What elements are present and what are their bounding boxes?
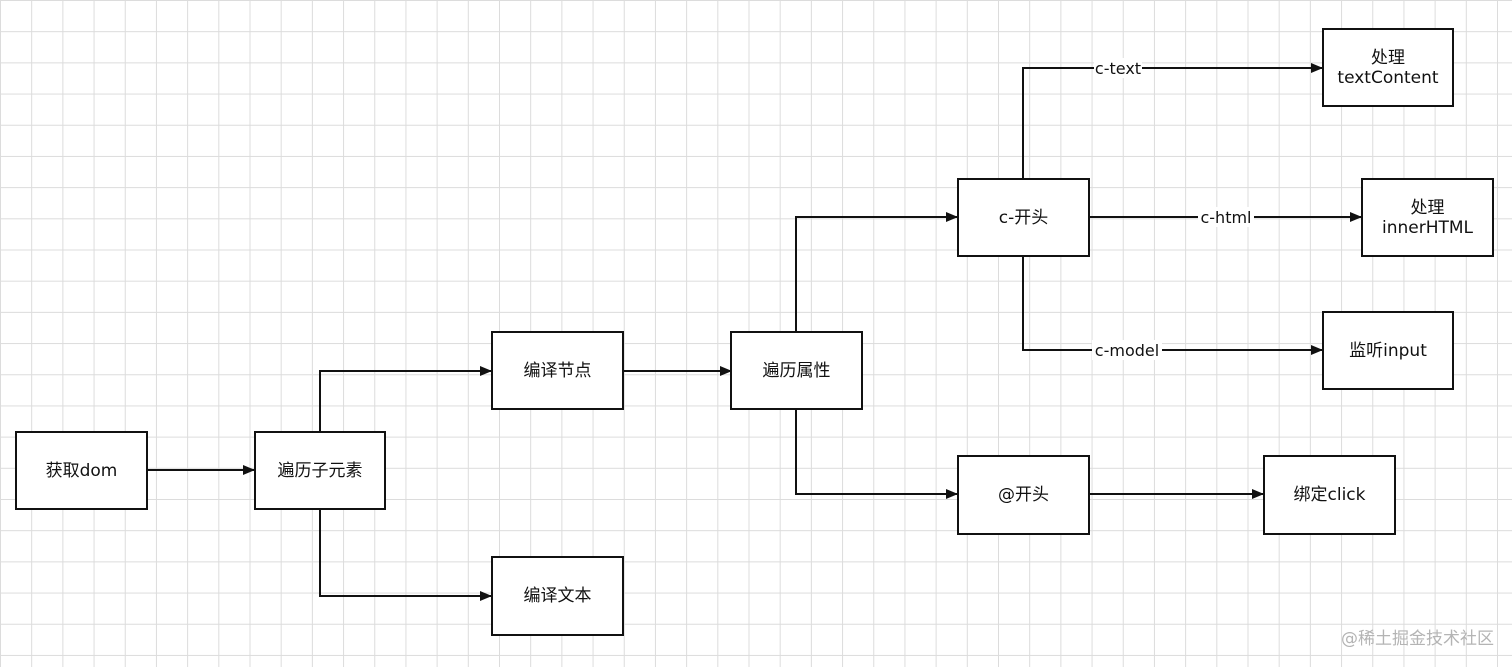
node-handle-inner-html: 处理 innerHTML — [1361, 178, 1494, 257]
node-traverse-attrs-label: 遍历属性 — [762, 360, 831, 381]
node-compile-node-label: 编译节点 — [523, 360, 592, 381]
node-handle-text-content-line1: 处理 — [1371, 47, 1405, 68]
node-bind-click: 绑定click — [1263, 455, 1396, 535]
edge-label-c-text: c-text — [1095, 59, 1141, 78]
edge-c-model — [1022, 256, 1323, 355]
edge-attrs-to-c-prefix — [795, 212, 958, 332]
edge-traverse-to-compile-text — [319, 509, 492, 601]
node-listen-input-label: 监听input — [1349, 340, 1427, 361]
node-compile-node: 编译节点 — [491, 331, 624, 410]
node-handle-inner-html-line1: 处理 — [1410, 197, 1445, 218]
edge-attrs-to-at-prefix — [795, 409, 958, 499]
node-c-prefix-label: c-开头 — [998, 207, 1049, 228]
edge-label-c-html: c-html — [1200, 208, 1251, 227]
node-traverse-children-label: 遍历子元素 — [277, 460, 363, 481]
edge-c-text — [1022, 63, 1323, 179]
node-traverse-children: 遍历子元素 — [254, 431, 386, 510]
watermark: @稀土掘金技术社区 — [1341, 629, 1494, 649]
node-compile-text-label: 编译文本 — [523, 586, 592, 606]
node-handle-inner-html-line2: innerHTML — [1381, 217, 1474, 238]
node-get-dom: 获取dom — [15, 431, 148, 510]
node-c-prefix: c-开头 — [957, 178, 1090, 257]
edge-traverse-to-compile-node — [319, 366, 492, 432]
node-compile-text: 编译文本 — [491, 556, 624, 636]
node-at-prefix: @开头 — [957, 455, 1090, 535]
node-traverse-attrs: 遍历属性 — [730, 331, 863, 410]
node-at-prefix-label: @开头 — [998, 485, 1049, 505]
node-handle-text-content: 处理 textContent — [1322, 28, 1454, 107]
node-bind-click-label: 绑定click — [1293, 485, 1366, 505]
node-get-dom-label: 获取dom — [45, 460, 118, 481]
node-listen-input: 监听input — [1322, 311, 1454, 390]
edge-label-c-model: c-model — [1095, 341, 1159, 360]
node-handle-text-content-line2: textContent — [1337, 67, 1439, 88]
